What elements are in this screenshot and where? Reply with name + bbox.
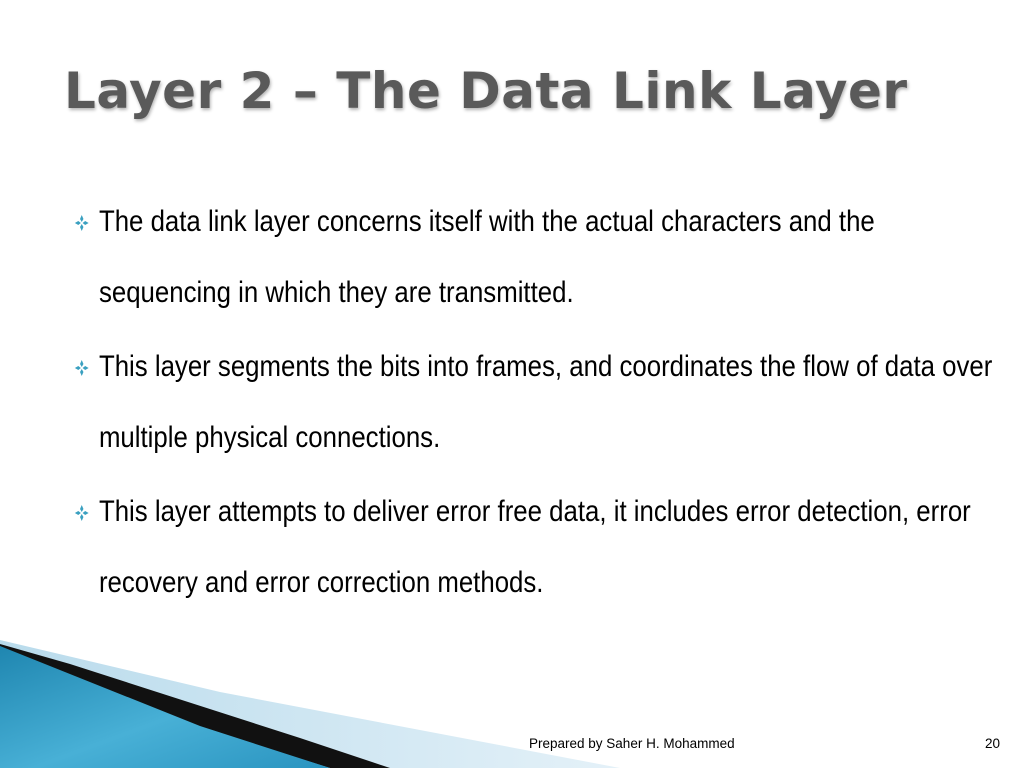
- four-diamond-bullet-icon: [74, 360, 89, 376]
- four-diamond-bullet-icon: [74, 505, 89, 521]
- bullet-item: The data link layer concerns itself with…: [74, 186, 993, 328]
- slide-page-number: 20: [984, 736, 1000, 751]
- bullet-item: This layer attempts to deliver error fre…: [74, 476, 993, 618]
- bullet-text: This layer attempts to deliver error fre…: [98, 495, 971, 599]
- bullet-list: The data link layer concerns itself with…: [74, 186, 992, 621]
- bullet-text: The data link layer concerns itself with…: [98, 205, 875, 309]
- footer-decoration: [0, 640, 620, 768]
- slide-title: Layer 2 – The Data Link Layer: [64, 62, 908, 120]
- four-diamond-bullet-icon: [74, 215, 89, 231]
- bullet-text: This layer segments the bits into frames…: [98, 350, 993, 454]
- footer-author: Prepared by Saher H. Mohammed: [529, 736, 735, 751]
- bullet-item: This layer segments the bits into frames…: [74, 331, 993, 473]
